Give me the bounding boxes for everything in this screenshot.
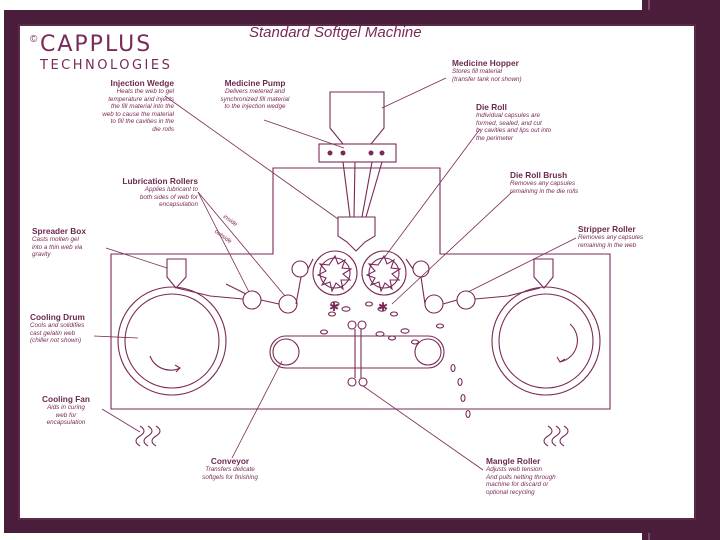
label-spreader-box: Spreader Box Casts molten gel into a thi… (32, 226, 86, 259)
diagram-title: Standard Softgel Machine (249, 24, 422, 41)
label-injection-wedge: Injection Wedge Heats the web to gel tem… (102, 78, 174, 133)
label-conveyor: Conveyor Transfers delicate softgels for… (202, 456, 258, 481)
label-die-roll: Die Roll Individual capsules are formed,… (476, 102, 552, 142)
label-medicine-hopper: Medicine Hopper Stores fill material (tr… (452, 58, 522, 83)
cooling-drum-left (117, 286, 227, 396)
medicine-pump (318, 143, 397, 163)
copyright-mark: © (30, 34, 38, 45)
conveyor (269, 335, 445, 369)
stripper-roller-2 (456, 290, 476, 310)
svg-text:✱: ✱ (329, 300, 339, 314)
spreader-box-right (533, 258, 554, 289)
stripper-roller-1 (424, 294, 444, 314)
label-cooling-drum: Cooling Drum Cools and solidifies cast g… (30, 312, 85, 345)
medicine-hopper (329, 91, 385, 145)
guide-roller-right (412, 260, 430, 278)
label-stripper-roller: Stripper Roller Removes any capsules rem… (578, 224, 644, 249)
label-die-roll-brush: Die Roll Brush Removes any capsules rema… (510, 170, 579, 195)
mangle-roller-2 (358, 377, 368, 387)
spreader-box-left (166, 258, 187, 289)
logo-wordmark: CAPPLUS (40, 32, 153, 57)
diagram-canvas: ✱ ✱ (18, 24, 696, 520)
guide-roller-left (291, 260, 309, 278)
label-lubrication-rollers: Lubrication Rollers Applies lubricant to… (122, 176, 198, 209)
diagram-frame: ✱ ✱ (4, 10, 710, 533)
machine-diagram: ✱ ✱ (93, 77, 611, 471)
cooling-fan-left (135, 425, 145, 447)
logo-subtitle: TECHNOLOGIES (40, 58, 173, 73)
label-cooling-fan: Cooling Fan Aids in curing web for encap… (42, 394, 90, 427)
cooling-drum-right (491, 286, 601, 396)
injection-wedge (337, 216, 376, 252)
label-mangle-roller: Mangle Roller Adjusts web tension And pu… (486, 456, 556, 496)
lubrication-roller-left-2 (278, 294, 298, 314)
cooling-fan-right (543, 425, 553, 447)
mangle-roller-1 (347, 377, 357, 387)
die-roll-left (312, 250, 358, 296)
label-medicine-pump: Medicine Pump Delivers metered and synch… (220, 78, 290, 111)
machine-body (110, 167, 611, 410)
die-roll-right (361, 250, 407, 296)
